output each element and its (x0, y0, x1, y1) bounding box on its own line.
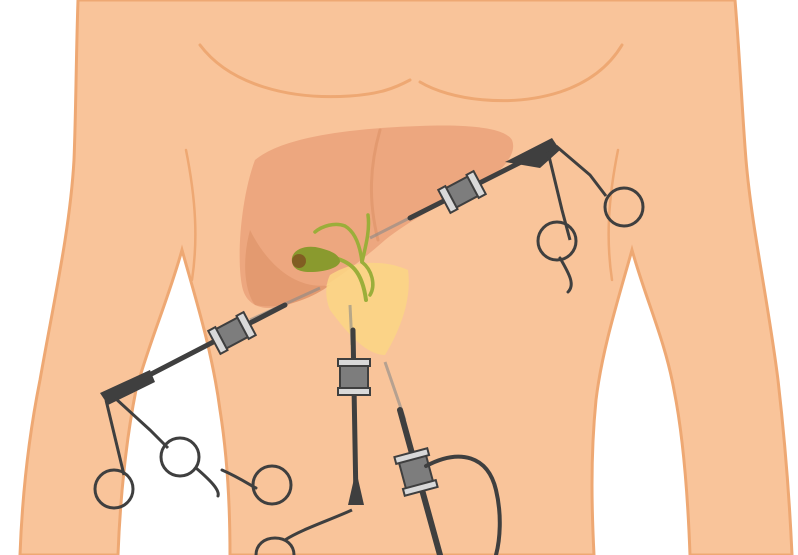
grasper-left-handle-arm1 (104, 399, 126, 476)
grasper-instrument-right (369, 138, 645, 294)
side-contour-left (184, 148, 197, 282)
grasper-left-cable (194, 466, 220, 498)
trocar-port-right (436, 169, 488, 215)
grasper-left-ring-1 (93, 468, 135, 510)
trocar-port-center (337, 358, 371, 396)
gallbladder-fundus (292, 254, 306, 268)
grasper-instrument-center (220, 304, 371, 555)
grasper-right-handle-arm2 (555, 144, 608, 197)
laparoscope-camera (383, 361, 502, 555)
grasper-right-ring-1 (603, 186, 645, 228)
grasper-left-shaft (127, 302, 288, 388)
grasper-center-handle-head (348, 470, 364, 505)
bile-duct-cystic (360, 260, 375, 297)
laparoscope-cable (424, 454, 502, 555)
trocar-port-camera (393, 447, 439, 497)
grasper-left-ring-2 (159, 436, 201, 478)
grasper-left-handle-arm2 (113, 396, 170, 450)
trocar-port-left (206, 310, 258, 356)
grasper-center-ring-2 (254, 536, 296, 555)
grasper-center-handle-arm (284, 508, 353, 542)
stomach-highlight (326, 262, 409, 355)
gallbladder (291, 246, 340, 272)
liver-lobe-divide (369, 128, 382, 242)
bile-duct-hepatic-2 (360, 213, 371, 264)
pectoral-line-right (418, 43, 624, 103)
bile-duct-hepatic-1 (313, 222, 364, 264)
grasper-center-ring-1 (251, 464, 293, 506)
grasper-right-ring-2 (536, 220, 578, 262)
grasper-right-handle-arm1 (546, 151, 572, 241)
grasper-right-cable (558, 256, 573, 294)
grasper-left-handle-head (100, 370, 155, 405)
grasper-instrument-left (93, 286, 321, 510)
grasper-right-handle-head (505, 138, 560, 168)
pectoral-line-left (198, 43, 412, 99)
liver-shade (245, 230, 330, 307)
